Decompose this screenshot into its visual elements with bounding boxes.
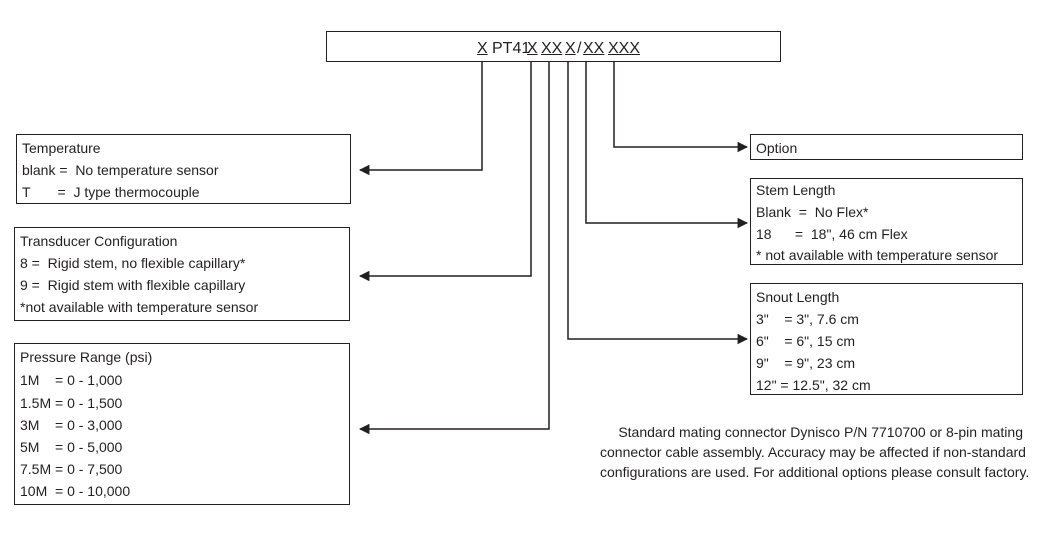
snout-option: 12" = 12.5", 32 cm <box>756 377 871 393</box>
connector-note: Standard mating connector Dynisco P/N 77… <box>600 422 1030 482</box>
snout-option: 9" = 9", 23 cm <box>756 355 856 371</box>
note-line: Standard mating connector Dynisco P/N 77… <box>618 424 1023 440</box>
pressure-range-box: Pressure Range (psi) 1M = 0 - 1,000 1.5M… <box>14 343 350 505</box>
snout-option: 3" = 3", 7.6 cm <box>756 311 859 327</box>
connector-option <box>613 62 749 153</box>
connector-transducer <box>358 62 532 282</box>
transducer-footnote: *not available with temperature sensor <box>20 299 259 315</box>
stem-footnote: * not available with temperature sensor <box>756 247 999 263</box>
code-segment-snout: X <box>565 40 576 57</box>
pressure-option: 3M = 0 - 3,000 <box>20 417 123 433</box>
code-segment-stem: XX <box>583 40 605 57</box>
note-line: configurations are used. For additional … <box>600 464 1030 480</box>
stem-length-box: Stem Length Blank = No Flex* 18 = 18", 4… <box>750 178 1023 265</box>
snout-length-box: Snout Length 3" = 3", 7.6 cm 6" = 6", 15… <box>750 283 1023 395</box>
temperature-title: Temperature <box>22 140 101 156</box>
code-segment-temperature: X <box>477 40 488 57</box>
transducer-option: 9 = Rigid stem with flexible capillary <box>20 277 246 293</box>
pressure-option: 10M = 0 - 10,000 <box>20 483 131 499</box>
code-segment-option: XXX <box>608 40 641 57</box>
code-segment-pressure: XX <box>541 40 563 57</box>
connector-temperature <box>358 62 483 176</box>
pressure-option: 1.5M = 0 - 1,500 <box>20 395 123 411</box>
code-segment-configuration: X <box>527 40 538 57</box>
stem-option: 18 = 18", 46 cm Flex <box>756 226 908 242</box>
temperature-option: T = J type thermocouple <box>22 184 200 200</box>
pressure-title: Pressure Range (psi) <box>20 349 153 365</box>
connector-stem <box>585 62 749 229</box>
pressure-option: 7.5M = 0 - 7,500 <box>20 461 123 477</box>
code-segment-model: PT41 <box>492 40 531 57</box>
connector-pressure <box>358 62 550 435</box>
transducer-option: 8 = Rigid stem, no flexible capillary* <box>20 255 246 271</box>
transducer-title: Transducer Configuration <box>20 233 178 249</box>
option-box: Option <box>750 134 1023 160</box>
option-title: Option <box>756 140 798 156</box>
model-code-box: X PT41 X XX X / XX XXX <box>326 31 781 62</box>
pressure-option: 1M = 0 - 1,000 <box>20 372 123 388</box>
stem-title: Stem Length <box>756 182 836 198</box>
snout-title: Snout Length <box>756 289 840 305</box>
stem-option: Blank = No Flex* <box>756 204 869 220</box>
code-segment-separator: / <box>577 40 582 57</box>
note-line: connector cable assembly. Accuracy may b… <box>600 444 1026 460</box>
pressure-option: 5M = 0 - 5,000 <box>20 439 123 455</box>
temperature-box: Temperature blank = No temperature senso… <box>16 134 351 204</box>
temperature-option: blank = No temperature sensor <box>22 162 219 178</box>
connector-snout <box>567 62 749 345</box>
transducer-configuration-box: Transducer Configuration 8 = Rigid stem,… <box>14 227 350 321</box>
snout-option: 6" = 6", 15 cm <box>756 333 856 349</box>
